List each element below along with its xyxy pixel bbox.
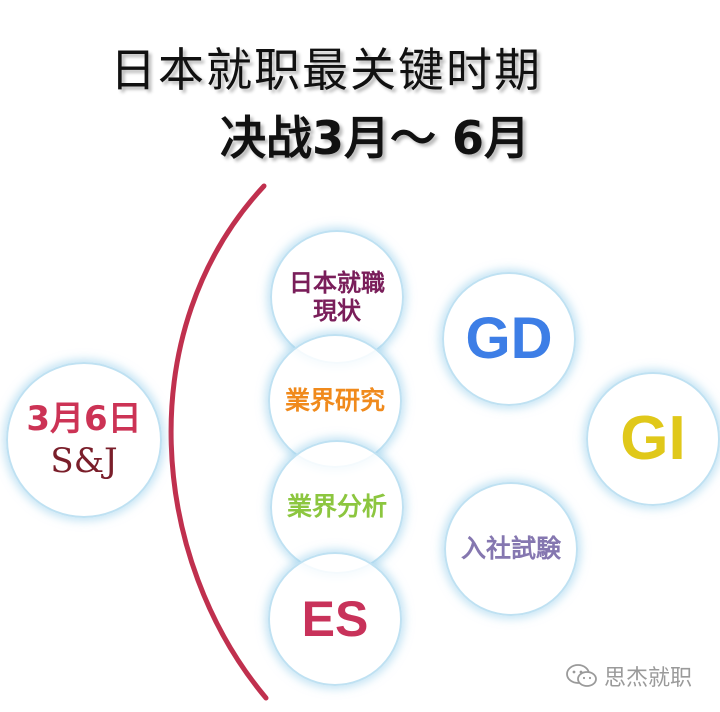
node-nyusha: 入社試験 [444, 482, 578, 616]
node-es: ES [268, 552, 402, 686]
bracket-arc-path [168, 183, 269, 701]
node-gi-label: GI [620, 404, 686, 474]
seminar-label: S&J [50, 441, 118, 481]
watermark-text: 思杰就职 [603, 666, 692, 691]
node-gd-label: GD [465, 305, 553, 371]
node-es-label: ES [301, 590, 369, 647]
node-gi: GI [586, 372, 720, 506]
title-line-1: 日本就职最关键时期 [110, 43, 542, 97]
node-genjo-line2: 現状 [313, 297, 361, 325]
watermark: 思杰就职 [566, 660, 692, 692]
node-gd: GD [442, 272, 576, 406]
node-gyokai-bunseki: 業界分析 [270, 440, 404, 574]
wechat-icon [566, 664, 597, 687]
date-circle: 3月6日 S&J [6, 362, 162, 518]
date-label: 3月6日 [26, 398, 142, 439]
title-line-2: 决战3月～ 6月 [220, 111, 531, 165]
node-gyokai-kenkyu-label: 業界研究 [284, 386, 385, 416]
node-gyokai-kenkyu: 業界研究 [268, 334, 402, 468]
node-nyusha-label: 入社試験 [460, 534, 561, 564]
node-gyokai-bunseki-label: 業界分析 [286, 492, 387, 522]
node-genjo-line1: 日本就職 [289, 268, 385, 297]
